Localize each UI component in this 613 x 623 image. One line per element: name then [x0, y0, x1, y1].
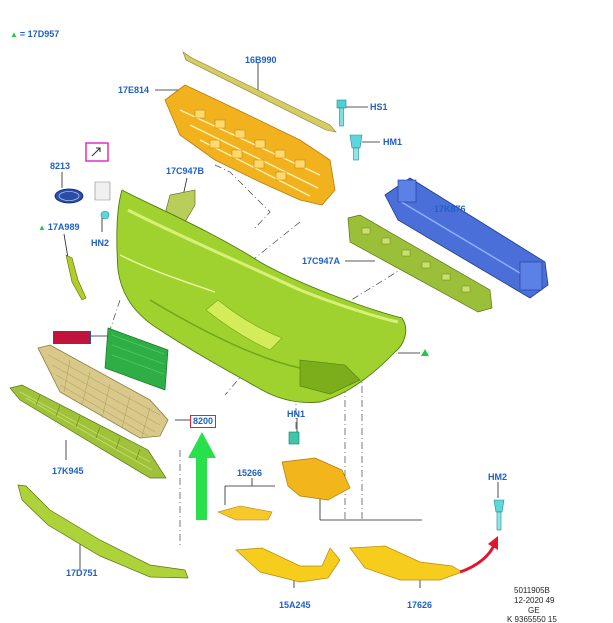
triangle-icon: ▲ [38, 223, 46, 232]
side-trim-shape [65, 254, 87, 301]
clip-hm1-shape [349, 134, 363, 161]
screw-hs1-shape [336, 99, 347, 127]
callout-hm2[interactable]: HM2 [488, 472, 508, 482]
green-arrow-icon [188, 432, 216, 520]
fog-lamp-bracket-shape [281, 457, 351, 501]
callout-15a245[interactable]: 15A245 [279, 600, 311, 610]
legend: ▲= 17D957 [10, 29, 59, 39]
callout-16b990[interactable]: 16B990 [245, 55, 277, 65]
arrow-icon [91, 147, 101, 157]
callout-17k876[interactable]: 17K876 [434, 204, 466, 214]
callout-17d751[interactable]: 17D751 [66, 568, 98, 578]
footer-line-1: 5011905B [514, 586, 550, 595]
red-arrow-icon [459, 544, 496, 574]
lower-grille-shape [9, 384, 167, 479]
bumper-cover-shape [116, 189, 407, 403]
callout-17c947a[interactable]: 17C947A [302, 256, 341, 266]
callout-17e814[interactable]: 17E814 [118, 85, 150, 95]
callout-17626[interactable]: 17626 [407, 600, 433, 610]
triangle-marker-icon [421, 349, 429, 356]
upper-bracket-shape [164, 84, 336, 206]
bezel-15a245-shape [235, 547, 341, 583]
callout-17a888-highlighted[interactable]: 17A888 [53, 331, 91, 344]
upper-strip-shape [182, 51, 337, 133]
pictogram-box [85, 142, 109, 162]
reinforcement-beam-shape [384, 177, 549, 299]
screw-hm2-shape [493, 499, 505, 531]
bezel-17626-shape [349, 545, 463, 581]
grille-shape [37, 344, 169, 439]
license-plate-bracket-shape [104, 327, 169, 391]
lower-lip-shape [17, 484, 189, 579]
energy-absorber-shape [347, 214, 493, 313]
triangle-icon: ▲ [10, 30, 18, 39]
callout-17c947b[interactable]: 17C947B [166, 166, 205, 176]
callout-8200-boxed[interactable]: 8200 [190, 415, 217, 428]
callout-hs1[interactable]: HS1 [370, 102, 388, 112]
legend-text: = 17D957 [19, 29, 60, 39]
callout-hn2[interactable]: HN2 [91, 238, 110, 248]
footer-line-4: K 9365550 15 [507, 615, 557, 623]
nut-hn1-shape [288, 431, 300, 445]
footer-line-3: GE [528, 606, 540, 615]
callout-17k945[interactable]: 17K945 [52, 466, 84, 476]
emblem-bracket-shape [94, 181, 111, 201]
callout-15266[interactable]: 15266 [237, 468, 263, 478]
callout-8213[interactable]: 8213 [50, 161, 71, 171]
callout-hm1[interactable]: HM1 [383, 137, 403, 147]
callout-hn1[interactable]: HN1 [287, 409, 306, 419]
nut-hn2-shape [100, 210, 110, 220]
footer-line-2: 12-2020 49 [514, 596, 555, 605]
callout-17a989[interactable]: ▲17A989 [38, 222, 80, 232]
